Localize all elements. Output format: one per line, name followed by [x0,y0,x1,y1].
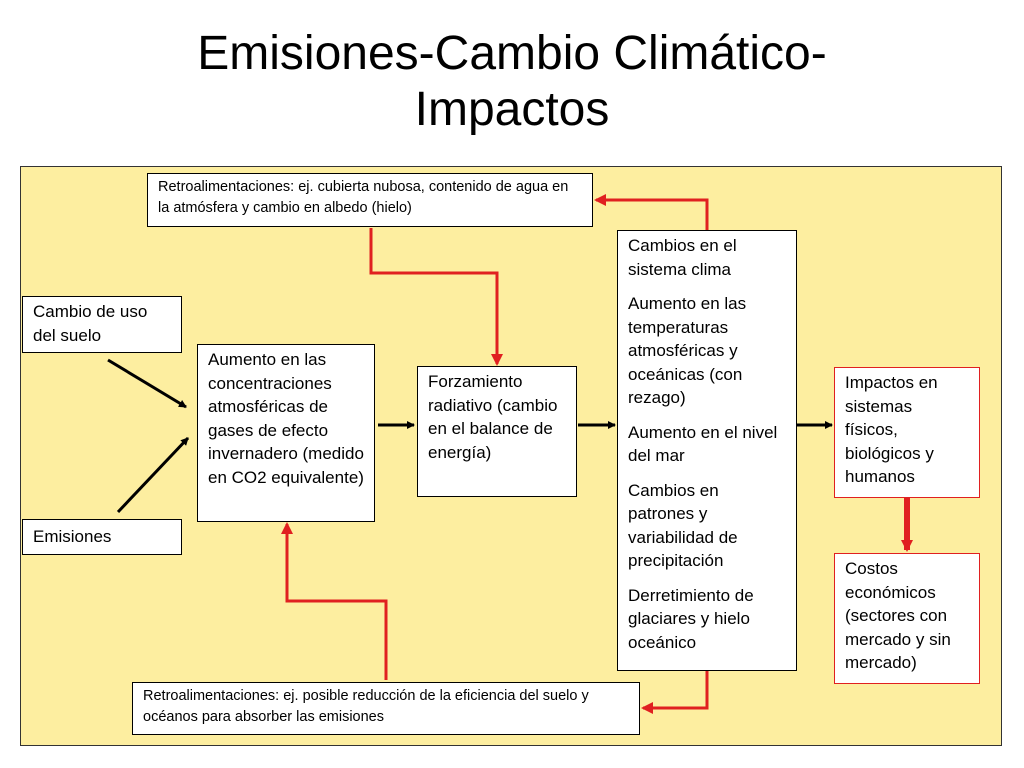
costs-text: Costos económicos (sectores con mercado … [845,559,951,672]
arrow-feedback-bottom-to-concentrations [281,522,388,680]
arrow-climate-to-feedback-top [594,194,709,230]
arrow-emissions-to-concentrations [116,436,190,514]
arrow-climate-to-feedback-bottom [641,671,709,714]
arrow-feedback-top-to-forcing [369,228,503,366]
slide-title-line-1: Emisiones-Cambio Climático- [197,27,827,80]
climate-changes-heading: Cambios en el sistema clima [628,236,737,279]
feedback-bottom-box: Retroalimentaciones: ej. posible reducci… [132,682,640,735]
impacts-text: Impactos en sistemas físicos, biológicos… [845,373,938,486]
costs-box: Costos económicos (sectores con mercado … [834,553,980,684]
climate-changes-item-precipitation: Cambios en patrones y variabilidad de pr… [628,480,738,571]
climate-changes-item-temperatures: Aumento en las temperaturas atmosféricas… [628,294,747,407]
feedback-top-box: Retroalimentaciones: ej. cubierta nubosa… [147,173,593,227]
arrow-land-use-to-concentrations [107,358,187,409]
climate-changes-item-glaciers: Derretimiento de glaciares y hielo oceán… [628,585,754,652]
land-use-box: Cambio de uso del suelo [22,296,182,353]
concentrations-box: Aumento en las concentraciones atmosféri… [197,344,375,522]
slide-title-line-2: Impactos [414,83,610,136]
concentrations-text: Aumento en las concentraciones atmosféri… [208,350,364,487]
forcing-text: Forzamiento radiativo (cambio en el bala… [428,372,558,462]
land-use-text: Cambio de uso del suelo [33,302,148,345]
emissions-box: Emisiones [22,519,182,555]
emissions-text: Emisiones [33,527,112,546]
slide-title: Emisiones-Cambio Climático- Impactos [0,26,1024,138]
feedback-bottom-text: Retroalimentaciones: ej. posible reducci… [143,688,589,725]
climate-changes-box: Cambios en el sistema clima Aumento en l… [617,230,797,671]
impacts-box: Impactos en sistemas físicos, biológicos… [834,367,980,498]
feedback-top-text: Retroalimentaciones: ej. cubierta nubosa… [158,179,569,216]
climate-changes-item-sea-level: Aumento en el nivel del mar [628,422,778,466]
forcing-box: Forzamiento radiativo (cambio en el bala… [417,366,577,497]
